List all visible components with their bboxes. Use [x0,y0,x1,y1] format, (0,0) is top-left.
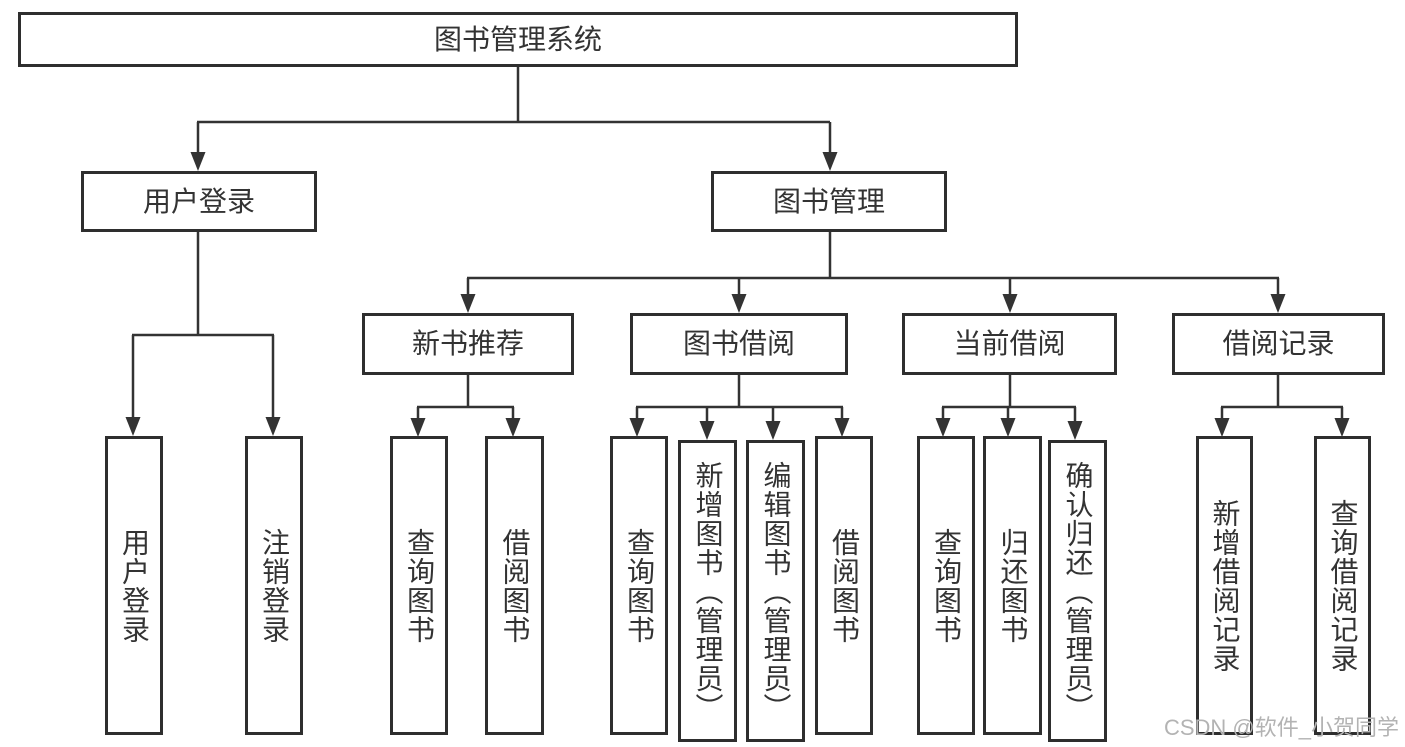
node-confirm-return-admin-label: 确认归还（管理员） [1062,460,1094,722]
node-edit-books-admin-label: 编辑图书（管理员） [760,460,792,722]
node-borrow-books-1: 借阅图书 [485,436,544,735]
node-book-management: 图书管理 [711,171,947,232]
node-logout-leaf: 注销登录 [245,436,303,735]
node-book-management-label: 图书管理 [772,185,885,217]
node-user-login: 用户登录 [81,171,317,232]
node-book-borrowing: 图书借阅 [630,313,848,375]
node-borrow-records: 借阅记录 [1172,313,1385,375]
node-query-books-2: 查询图书 [610,436,668,735]
node-query-books-3-label: 查询图书 [931,527,962,644]
node-borrow-books-1-label: 借阅图书 [499,527,531,644]
node-current-borrowing: 当前借阅 [902,313,1117,375]
node-query-books-1: 查询图书 [390,436,448,735]
node-query-books-2-label: 查询图书 [624,527,655,644]
node-logout-leaf-label: 注销登录 [259,527,290,644]
node-edit-books-admin: 编辑图书（管理员） [746,440,805,742]
node-borrow-books-2-label: 借阅图书 [829,527,860,644]
node-new-book-recommend-label: 新书推荐 [411,328,524,359]
node-confirm-return-admin: 确认归还（管理员） [1048,440,1107,742]
node-user-login-label: 用户登录 [142,185,255,217]
node-query-books-3: 查询图书 [917,436,975,735]
node-root: 图书管理系统 [18,12,1018,67]
arrowheads [125,152,1350,440]
node-query-books-1-label: 查询图书 [404,527,435,644]
csdn-watermark: CSDN @软件_小贺同学 [1163,715,1399,740]
node-root-label: 图书管理系统 [433,23,602,55]
node-add-books-admin-label: 新增图书（管理员） [692,460,724,722]
node-query-borrow-record: 查询借阅记录 [1314,436,1371,735]
node-book-borrowing-label: 图书借阅 [682,328,795,359]
node-user-login-leaf: 用户登录 [105,436,163,735]
node-return-books: 归还图书 [983,436,1042,735]
node-new-book-recommend: 新书推荐 [362,313,574,375]
node-return-books-label: 归还图书 [997,527,1029,644]
node-borrow-books-2: 借阅图书 [815,436,873,735]
node-borrow-records-label: 借阅记录 [1222,328,1335,359]
node-user-login-leaf-label: 用户登录 [119,527,150,644]
node-add-borrow-record-label: 新增借阅记录 [1209,498,1241,673]
node-add-books-admin: 新增图书（管理员） [678,440,737,742]
node-query-borrow-record-label: 查询借阅记录 [1327,498,1359,673]
node-add-borrow-record: 新增借阅记录 [1196,436,1253,735]
node-current-borrowing-label: 当前借阅 [953,328,1066,359]
